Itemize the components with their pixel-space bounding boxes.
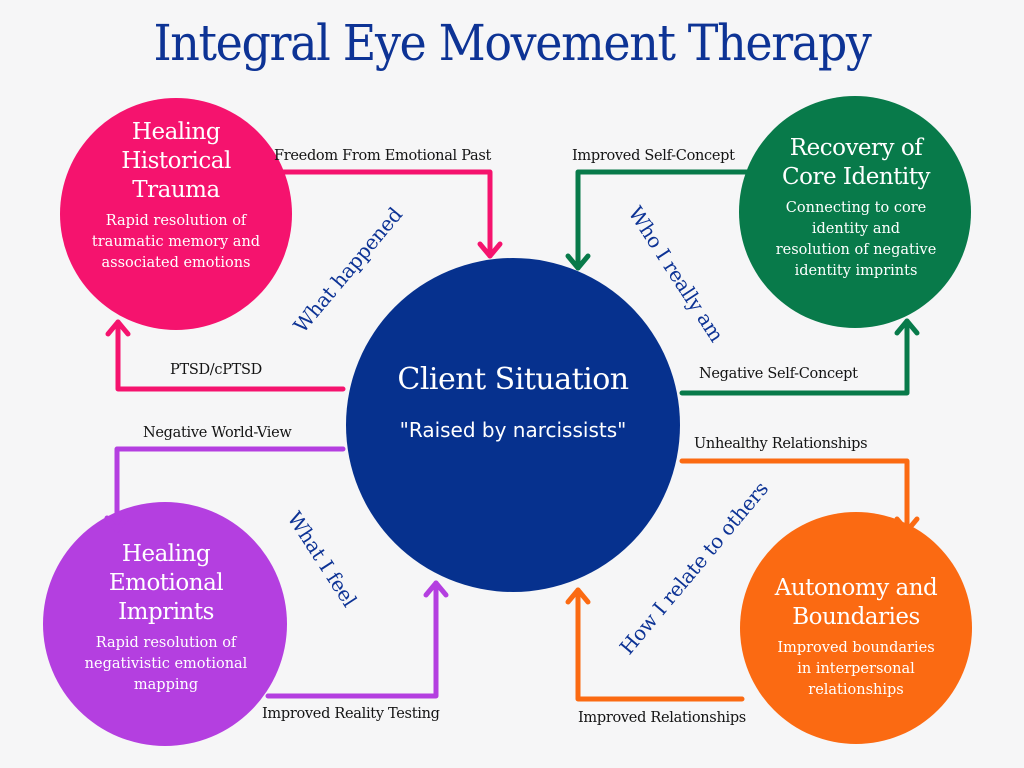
edge-label-unhealthy-relationships: Unhealthy Relationships [694,436,868,452]
edge-label-improved-relationships: Improved Relationships [578,710,746,726]
edge-label-ptsd: PTSD/cPTSD [170,362,262,378]
node-description: Connecting to core identity and resoluti… [775,200,937,279]
edge-label-improved-self-concept: Improved Self-Concept [572,148,735,164]
node-circle-emotional-imprints [43,502,287,746]
edge-label-freedom-from-emotional-past: Freedom From Emotional Past [274,148,492,164]
page-title: Integral Eye Movement Therapy [153,14,871,72]
node-description: Rapid resolution of traumatic memory and… [91,213,261,271]
node-circle-core-identity [739,96,971,328]
arrow-freedom-from-emotional-past [269,169,503,259]
node-historical-trauma: Healing Historical Trauma Rapid resoluti… [62,118,290,274]
node-description: Rapid resolution of negativistic emotion… [84,635,248,693]
arrow-unhealthy-relationships [679,458,920,534]
arrow-improved-relationships [565,587,745,702]
arrow-negative-self-concept [679,318,920,396]
arrow-ptsd [105,319,346,392]
arrow-improved-reality-testing [265,580,449,699]
arrow-improved-self-concept [565,169,752,271]
node-core-identity: Recovery of Core Identity Connecting to … [741,134,971,282]
node-circle-autonomy-boundaries [740,512,972,744]
node-description: Improved boundaries in interpersonal rel… [777,640,935,698]
center-title: Client Situation [397,362,629,397]
center-subtitle: "Raised by narcissists" [399,418,627,442]
center-circle [346,258,680,592]
edge-label-negative-world-view: Negative World-View [143,425,292,441]
node-title: Recovery of Core Identity [782,135,930,190]
node-title: Healing Emotional Imprints [108,541,224,625]
node-title: Autonomy and Boundaries [774,575,938,630]
edge-label-negative-self-concept: Negative Self-Concept [699,366,858,382]
node-emotional-imprints: Healing Emotional Imprints Rapid resolut… [50,540,282,696]
edge-label-improved-reality-testing: Improved Reality Testing [262,706,440,722]
arrow-negative-world-view [104,446,346,533]
node-title: Healing Historical Trauma [121,119,231,203]
node-circle-historical-trauma [60,98,292,330]
node-autonomy-boundaries: Autonomy and Boundaries Improved boundar… [741,574,971,701]
